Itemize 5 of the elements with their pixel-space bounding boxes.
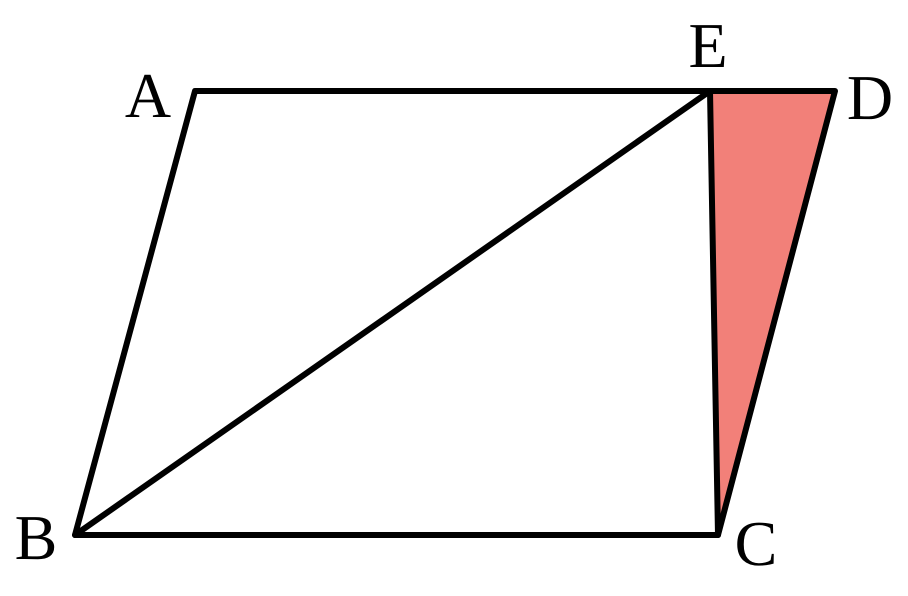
vertex-label: D (846, 66, 894, 130)
vertex-label: E (688, 14, 728, 78)
vertex-label: B (14, 506, 58, 570)
vertex-label: A (124, 64, 172, 128)
vertex-label: C (734, 512, 778, 576)
